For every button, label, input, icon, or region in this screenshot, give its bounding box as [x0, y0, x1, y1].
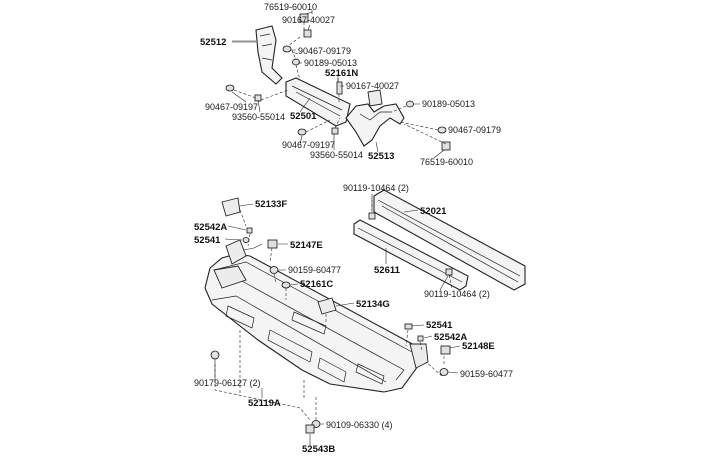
- label-93560-55014-mid: 93560-55014: [310, 150, 363, 160]
- label-52542A-left: 52542A: [194, 222, 227, 233]
- label-90467-09197-mid: 90467-09197: [282, 140, 335, 150]
- label-52119A: 52119A: [248, 398, 281, 409]
- label-90159-60477-right: 90159-60477: [460, 369, 513, 379]
- label-90467-09179-top: 90467-09179: [298, 46, 351, 56]
- fastener-93560-mid: [331, 127, 339, 135]
- fastener-90467-left: [225, 84, 235, 92]
- fastener-90189-right: [406, 100, 414, 108]
- label-52541-left: 52541: [194, 235, 221, 246]
- label-90189-05013-right: 90189-05013: [422, 99, 475, 109]
- label-90159-60477-left: 90159-60477: [288, 265, 341, 275]
- clip-52542A-right: [417, 335, 424, 342]
- label-90179-06127: 90179-06127 (2): [194, 378, 261, 388]
- clip-90179: [210, 350, 220, 360]
- label-52133F: 52133F: [255, 199, 287, 210]
- bracket-52133F: [221, 197, 241, 217]
- label-52021: 52021: [420, 206, 447, 217]
- label-52611: 52611: [374, 265, 401, 276]
- bumper-cover-52119A: [204, 239, 429, 393]
- label-90467-09179-right: 90467-09179: [448, 125, 501, 135]
- fastener-90119-bot: [445, 268, 453, 276]
- fastener-76519-bot: [441, 141, 451, 151]
- label-52161C: 52161C: [300, 279, 333, 290]
- label-90167-40027-mid: 90167-40027: [346, 81, 399, 91]
- label-93560-55014-left: 93560-55014: [232, 112, 285, 122]
- label-90119-10464-bot: 90119-10464 (2): [424, 289, 490, 299]
- absorber-52611: [353, 219, 469, 291]
- clip-52542A-left: [246, 227, 253, 234]
- bolt-90159-right: [439, 368, 449, 376]
- label-52512: 52512: [200, 37, 226, 48]
- bracket-52512: [255, 25, 283, 85]
- label-90167-40027-top: 90167-40027: [282, 15, 335, 25]
- label-52543B: 52543B: [302, 444, 335, 455]
- label-52541-right: 52541: [426, 320, 453, 331]
- label-76519-60010-top: 76519-60010: [264, 2, 317, 12]
- fastener-90167-mid: [336, 81, 343, 95]
- retainer-52147E: [267, 239, 278, 249]
- retainer-52501: [285, 77, 351, 127]
- label-52147E: 52147E: [290, 240, 323, 251]
- clip-52541-left: [242, 237, 250, 243]
- label-52501: 52501: [290, 111, 317, 122]
- bracket-52134G: [317, 297, 337, 315]
- reinforcement-52021: [373, 189, 526, 291]
- label-90119-10464-top: 90119-10464 (2): [343, 183, 409, 193]
- clip-52541-right: [404, 323, 413, 330]
- fastener-90467-right: [437, 126, 447, 134]
- label-90467-09197-left: 90467-09197: [205, 102, 258, 112]
- bracket-52513: [345, 89, 405, 147]
- fastener-90467-mid: [297, 128, 307, 136]
- fastener-90467-top: [282, 45, 292, 53]
- label-52513: 52513: [368, 151, 394, 162]
- label-52134G: 52134G: [356, 299, 390, 310]
- fastener-90119-top: [368, 212, 376, 220]
- bolt-90159-left: [269, 266, 279, 274]
- label-76519-60010-bot: 76519-60010: [420, 157, 473, 167]
- label-52161N: 52161N: [325, 68, 358, 79]
- label-52542A-right: 52542A: [434, 332, 467, 343]
- label-90109-06330: 90109-06330 (4): [326, 420, 393, 430]
- label-52148E: 52148E: [462, 341, 495, 352]
- retainer-52161C: [281, 281, 291, 289]
- retainer-52148E: [440, 345, 451, 355]
- label-90189-05013-top: 90189-05013: [304, 58, 357, 68]
- fastener-90167-top: [303, 29, 312, 38]
- retainer-52543B: [305, 424, 315, 434]
